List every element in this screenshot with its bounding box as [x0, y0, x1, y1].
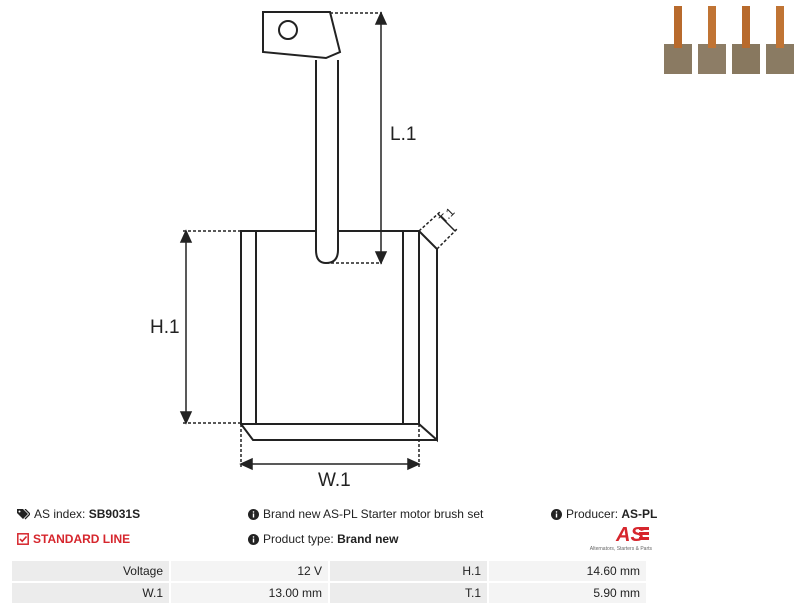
- tags-icon: [17, 509, 30, 520]
- description-row: Brand new AS-PL Starter motor brush set: [248, 507, 483, 521]
- width-label: W.1: [318, 470, 351, 491]
- info-icon: [248, 509, 259, 520]
- as-index-row: AS index: SB9031S: [17, 507, 140, 521]
- as-pl-logo: AS: [615, 524, 649, 546]
- table-row: W.1 13.00 mm T.1 5.90 mm: [12, 583, 646, 603]
- thickness-label: T.1: [436, 205, 457, 226]
- info-icon: [248, 534, 259, 545]
- height-label: H.1: [150, 317, 180, 338]
- producer-label: Producer:: [566, 507, 619, 521]
- product-type-value: Brand new: [337, 532, 399, 546]
- param-label: Voltage: [12, 561, 169, 581]
- terminal-tab: [262, 11, 342, 60]
- param-value: 14.60 mm: [489, 561, 646, 581]
- logo-tagline: Alternators, Starters & Parts: [589, 546, 652, 552]
- checkbox-checked-icon: [17, 533, 29, 545]
- lead-wire: [315, 60, 339, 265]
- producer-value: AS-PL: [621, 507, 658, 521]
- logo-text: AS: [615, 524, 644, 546]
- param-label: W.1: [12, 583, 169, 603]
- parameters-table: Voltage 12 V H.1 14.60 mm W.1 13.00 mm T…: [10, 559, 648, 605]
- product-type-row: Product type: Brand new: [248, 532, 398, 546]
- param-value: 5.90 mm: [489, 583, 646, 603]
- standard-line-label: STANDARD LINE: [33, 532, 131, 546]
- standard-line-badge: STANDARD LINE: [17, 532, 130, 546]
- product-photo-thumbnail: [664, 6, 794, 74]
- as-index-value: SB9031S: [88, 507, 141, 521]
- product-type-label: Product type:: [263, 532, 334, 546]
- as-index-label: AS index:: [34, 507, 86, 521]
- brush-technical-drawing: L.1 H.1 W.1 T.1: [150, 11, 458, 491]
- param-label: H.1: [330, 561, 487, 581]
- info-icon: [551, 509, 562, 520]
- producer-row: Producer: AS-PL: [551, 507, 657, 521]
- param-value: 12 V: [171, 561, 328, 581]
- table-row: Voltage 12 V H.1 14.60 mm: [12, 561, 646, 581]
- param-value: 13.00 mm: [171, 583, 328, 603]
- product-description: Brand new AS-PL Starter motor brush set: [263, 507, 484, 521]
- length-label: L.1: [390, 124, 416, 145]
- param-label: T.1: [330, 583, 487, 603]
